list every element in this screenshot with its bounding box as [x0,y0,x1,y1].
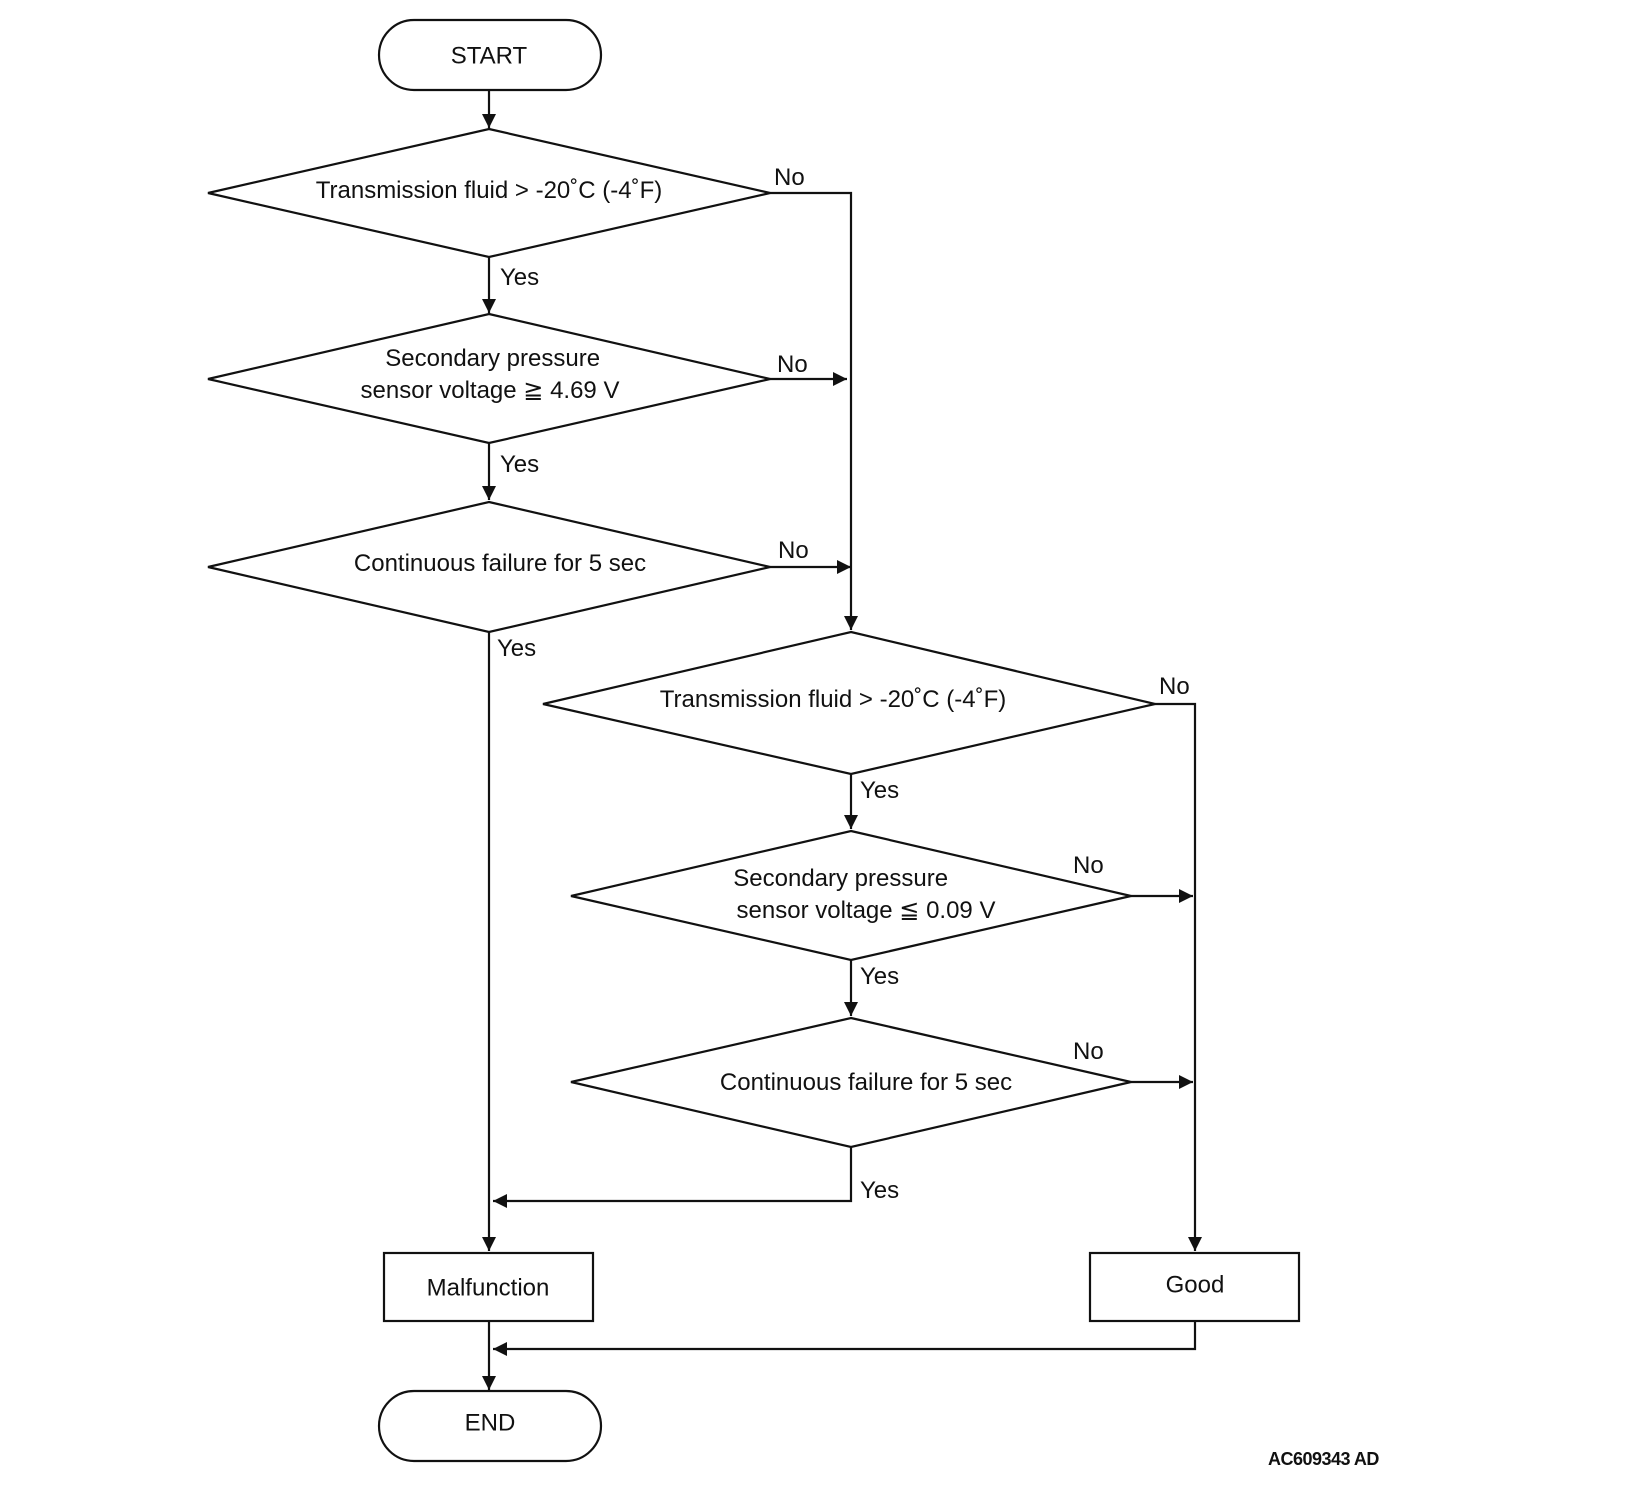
decision-continuous-failure-2-line: Continuous failure for 5 sec [720,1069,1012,1096]
label-d2-yes: Yes [500,451,539,478]
label-d6-yes: Yes [860,1177,899,1204]
label-d3-yes: Yes [497,635,536,662]
label-d4-yes: Yes [860,777,899,804]
branch-labels: No Yes No Yes No Yes No Yes No Yes No Ye… [497,164,1190,1204]
decision-fluid-temp-2-line: Transmission fluid > -20˚C (-4˚F) [660,686,1007,713]
connectors [482,90,1202,1390]
connector-d6-yes-to-malfunction [493,1147,853,1208]
end-terminal: END [377,1389,603,1463]
decision-fluid-temp-1-text: Transmission fluid > -20˚C (-4˚F) [316,177,663,204]
result-good: Good [1088,1251,1301,1323]
decision-voltage-low-line-2: sensor voltage ≦ 0.09 V [737,897,996,924]
decision-fluid-temp-2: Transmission fluid > -20˚C (-4˚F) [542,630,1156,776]
decision-voltage-high-text: Secondary pressure sensor voltage ≧ 4.69… [361,345,620,404]
decision-voltage-low: Secondary pressure sensor voltage ≦ 0.09… [570,829,1132,962]
label-d4-no: No [1159,673,1190,700]
label-d2-no: No [777,351,808,378]
label-d5-yes: Yes [860,963,899,990]
decision-fluid-temp-2-text: Transmission fluid > -20˚C (-4˚F) [660,686,1007,713]
decision-continuous-failure-1-line: Continuous failure for 5 sec [354,550,646,577]
decision-continuous-failure-2: Continuous failure for 5 sec [570,1016,1132,1149]
label-d1-yes: Yes [500,264,539,291]
decision-voltage-low-line-1: Secondary pressure [733,865,948,892]
end-label: END [465,1409,516,1436]
label-d6-no: No [1073,1038,1104,1065]
decision-continuous-failure-2-text: Continuous failure for 5 sec [720,1069,1012,1096]
connector-good-to-end [493,1321,1197,1356]
decision-voltage-low-text: Secondary pressure sensor voltage ≦ 0.09… [733,865,995,924]
start-terminal: START [377,18,603,92]
label-d5-no: No [1073,852,1104,879]
decision-fluid-temp-1: Transmission fluid > -20˚C (-4˚F) [207,127,771,259]
decision-continuous-failure-1-text: Continuous failure for 5 sec [354,550,646,577]
decision-continuous-failure-1: Continuous failure for 5 sec [207,500,771,634]
label-d1-no: No [774,164,805,191]
connector-d4-no-to-good [1155,702,1202,1251]
malfunction-label: Malfunction [427,1274,550,1301]
good-label: Good [1166,1271,1225,1298]
label-d3-no: No [778,537,809,564]
connector-d1-no-to-d4 [770,191,858,630]
decision-voltage-high: Secondary pressure sensor voltage ≧ 4.69… [207,312,771,445]
decision-fluid-temp-1-line: Transmission fluid > -20˚C (-4˚F) [316,177,663,204]
start-label: START [451,42,528,69]
decision-voltage-high-line-2: sensor voltage ≧ 4.69 V [361,377,620,404]
reference-code: AC609343 AD [1268,1449,1379,1469]
decision-voltage-high-line-1: Secondary pressure [385,345,600,372]
result-malfunction: Malfunction [382,1251,595,1323]
